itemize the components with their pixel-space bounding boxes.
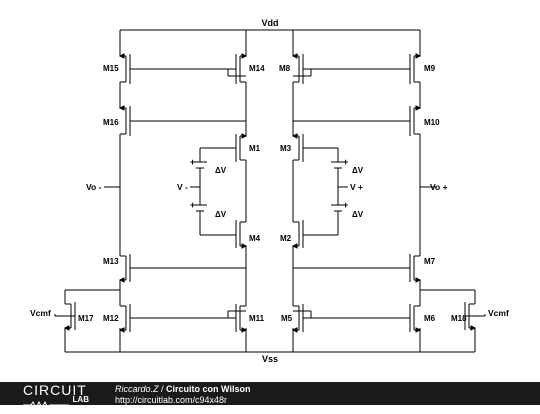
v-minus-label: V - (177, 182, 188, 192)
vss-label: Vss (262, 354, 278, 364)
m1-label: M1 (249, 144, 261, 153)
m5-label: M5 (281, 314, 293, 323)
m18-label: M18 (451, 314, 467, 323)
vdd-label: Vdd (262, 18, 279, 28)
logo-lab-text: LAB (72, 395, 89, 404)
logo-resistor-lab: LAB (23, 395, 91, 410)
m10-label: M10 (424, 118, 440, 127)
vo-plus-label: Vo + (430, 182, 448, 192)
logo-wordmark: CIRCUIT (23, 382, 87, 398)
m3-label: M3 (280, 144, 292, 153)
m16-label: M16 (103, 118, 119, 127)
m2-label: M2 (280, 234, 292, 243)
circuit-url[interactable]: http://circuitlab.com/c94x48r (115, 395, 228, 405)
schematic-canvas: Vdd Vss M15 M14 M8 M9 M16 M10 M1 M3 M4 M… (0, 18, 540, 410)
m15-label: M15 (103, 64, 119, 73)
vo-minus-label: Vo - (86, 182, 102, 192)
vcmf-right-label: Vcmf (488, 308, 509, 318)
circuit-diagram: Vdd Vss M15 M14 M8 M9 M16 M10 M1 M3 M4 M… (30, 18, 509, 364)
footer-bar: CIRCUIT LAB Riccardo.Z / Circuito con Wi… (0, 382, 540, 410)
wires (54, 29, 486, 353)
left-top-plus: + (190, 157, 195, 167)
right-top-dv: ΔV (352, 166, 364, 175)
m12-label: M12 (103, 314, 119, 323)
m4-label: M4 (249, 234, 261, 243)
m11-label: M11 (249, 314, 265, 323)
m6-label: M6 (424, 314, 436, 323)
m8-label: M8 (279, 64, 291, 73)
v-plus-label: V + (350, 182, 363, 192)
left-bottom-plus: + (190, 200, 195, 210)
right-top-plus: + (343, 157, 348, 167)
m9-label: M9 (424, 64, 436, 73)
circuit-title[interactable]: Circuito con Wilson (166, 384, 251, 394)
vcmf-left-label: Vcmf (30, 308, 51, 318)
title-separator: / (158, 384, 167, 394)
circuitlab-logo[interactable]: CIRCUIT LAB (23, 382, 91, 410)
resistor-icon (23, 400, 69, 410)
m14-label: M14 (249, 64, 265, 73)
left-bottom-dv: ΔV (215, 210, 227, 219)
m17-label: M17 (78, 314, 94, 323)
m7-label: M7 (424, 257, 436, 266)
right-bottom-dv: ΔV (352, 210, 364, 219)
right-bottom-plus: + (343, 200, 348, 210)
author-link[interactable]: Riccardo.Z (115, 384, 159, 394)
left-top-dv: ΔV (215, 166, 227, 175)
footer-meta: Riccardo.Z / Circuito con Wilson http://… (115, 384, 250, 405)
m13-label: M13 (103, 257, 119, 266)
